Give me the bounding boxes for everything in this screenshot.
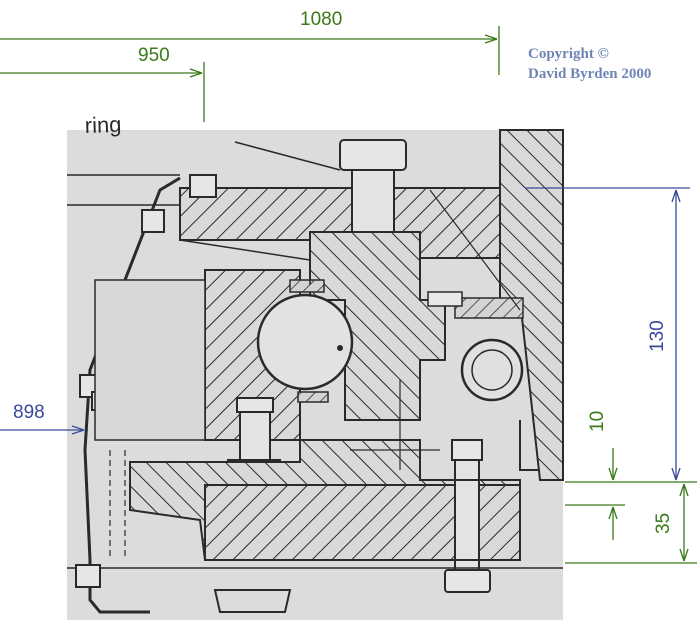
copyright-notice: Copyright © David Byrden 2000	[528, 46, 651, 82]
dimension-1080: 1080	[0, 9, 500, 75]
roller-cap-bottom	[297, 391, 329, 403]
dimension-label-10: 10	[587, 411, 608, 432]
dimension-130: 130	[525, 187, 690, 481]
dimension-35: 35	[565, 483, 697, 564]
small-bolt-head	[427, 291, 463, 307]
left-column	[94, 279, 206, 441]
roller-cap-top	[289, 279, 325, 293]
dimension-label-35: 35	[653, 513, 674, 534]
dimension-label-898: 898	[13, 402, 45, 423]
small-roller-inner	[471, 349, 513, 391]
large-roller	[256, 293, 354, 391]
leader-line-top	[234, 141, 341, 171]
dimension-label-1080: 1080	[300, 9, 342, 30]
dimension-950: 950	[0, 45, 205, 122]
base-nut-left	[213, 589, 292, 613]
central-body-section	[309, 231, 446, 421]
drawing-label-fragment: ring	[84, 112, 122, 138]
dimension-898: 898	[0, 402, 85, 435]
roller-center-mark	[337, 345, 343, 351]
dimension-label-950: 950	[138, 45, 170, 66]
copyright-line-1: Copyright ©	[528, 46, 609, 62]
small-roller-housing	[454, 297, 524, 319]
copyright-line-2: David Byrden 2000	[528, 66, 651, 82]
section-drawing: ring	[67, 112, 564, 620]
lower-bolt-through	[454, 479, 480, 561]
dimension-10: 10	[565, 411, 697, 540]
dimension-label-130: 130	[647, 320, 668, 352]
small-roller	[460, 338, 524, 402]
